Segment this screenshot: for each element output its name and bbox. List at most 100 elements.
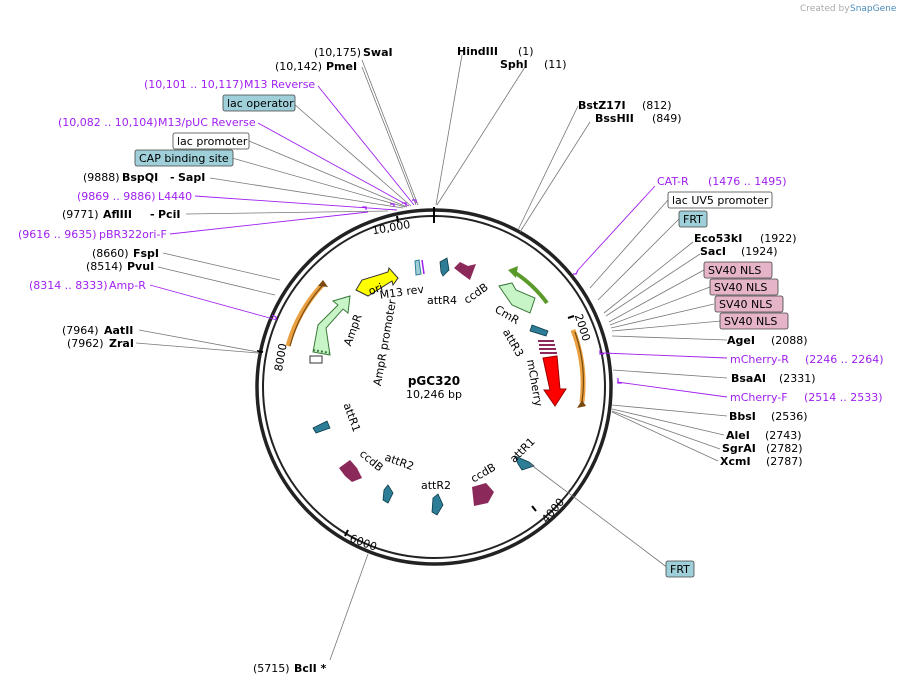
- bstz17i-pos: (812): [642, 99, 672, 112]
- orange-feature-left: [285, 282, 325, 347]
- ccdb-bottom-label: ccdB: [468, 461, 498, 486]
- cat-r-name: CAT-R: [657, 175, 689, 188]
- eco53ki-pos: (1922): [760, 232, 797, 245]
- l4440-name: L4440: [158, 190, 192, 203]
- attr1-right-arrow: [514, 455, 535, 471]
- ccdb-bottom-arrow: [472, 483, 494, 506]
- m13-rev-marker: [414, 259, 422, 276]
- ampr-promoter-label: AmpR promoter: [371, 298, 399, 387]
- lac-operator-label: lac operator: [227, 97, 294, 110]
- lac-uv5-promoter-label: lac UV5 promoter: [672, 194, 769, 207]
- scale-label-8000: 8000: [272, 342, 290, 372]
- cmr-arrow: [498, 282, 536, 314]
- nls-stripes: [538, 340, 557, 354]
- ccdb-top-arrow: [454, 262, 476, 280]
- mcherry-r-name: mCherry-R: [730, 353, 789, 366]
- mcherry-arrow: [542, 355, 567, 407]
- fspi-name: FspI: [133, 247, 159, 260]
- xcmi-pos: (2787): [766, 455, 803, 468]
- sv40-nls-box-4: [719, 312, 789, 330]
- mcherry-f-pos: (2514 .. 2533): [804, 391, 883, 404]
- lac-promoter-box: [172, 132, 250, 150]
- sv40-nls-label-3: SV40 NLS: [719, 298, 772, 311]
- bsaai-pos: (2331): [779, 372, 816, 385]
- scale-tick-6000: [344, 529, 349, 537]
- m13-puc-reverse-name: M13/pUC Reverse: [158, 116, 256, 129]
- zrai-pos: (7962): [67, 337, 104, 350]
- mcherry-f-name: mCherry-F: [730, 391, 788, 404]
- lac-operator-box: [222, 94, 296, 112]
- pbr322ori-f-pos: (9616 .. 9635): [18, 228, 97, 241]
- fspi-pos: (8660): [92, 247, 129, 260]
- bsaai-name: BsaAI: [731, 372, 766, 385]
- watermark-prefix: Created by: [800, 4, 850, 14]
- sv40-nls-box-3: [714, 295, 784, 313]
- watermark-brand: SnapGene: [850, 4, 897, 14]
- primer-markers: [271, 199, 622, 384]
- sv40-nls-label-4: SV40 NLS: [724, 315, 777, 328]
- ccdb-top-label: ccdB: [461, 281, 490, 307]
- ampr-label: AmpR: [341, 312, 365, 348]
- m13-puc-reverse-pos: (10,082 .. 10,104): [58, 116, 158, 129]
- attr1-left-arrow: [312, 420, 331, 434]
- bspqi-separator: -: [170, 171, 175, 184]
- leader-lines: [135, 54, 728, 661]
- cmr-upper-arrowhead: [508, 266, 518, 278]
- attr2-bottom-arrow: [431, 493, 444, 516]
- m13-rev-primer-mark: [421, 259, 425, 275]
- aatii-name: AatII: [104, 324, 133, 337]
- alei-pos: (2743): [765, 429, 802, 442]
- sv40-nls-box-2: [709, 278, 779, 296]
- attr4-arrow: [439, 257, 450, 277]
- eco53ki-name: Eco53kI: [694, 232, 742, 245]
- amp-r-name: Amp-R: [109, 279, 146, 292]
- bcli-pos: (5715): [253, 662, 290, 675]
- m13-reverse-name: M13 Reverse: [244, 78, 315, 91]
- sv40-nls-label-2: SV40 NLS: [714, 281, 767, 294]
- sphi-pos: (11): [544, 58, 567, 71]
- frt-top-box: [678, 210, 708, 228]
- orange-feature-right-inner: [574, 331, 585, 403]
- hindiii-name: HindIII: [457, 45, 498, 58]
- bbsi-pos: (2536): [771, 410, 808, 423]
- cat-r-pos: (1476 .. 1495): [708, 175, 787, 188]
- afliii-name: AflIII: [103, 208, 132, 221]
- ccdb-left-label: ccdB: [357, 447, 386, 474]
- attr3-label: attR3: [500, 327, 526, 359]
- pvui-pos: (8514): [86, 260, 123, 273]
- ori-label: ori: [367, 281, 385, 298]
- bstz17i-name: BstZ17I: [578, 99, 626, 112]
- pmei-name: PmeI: [326, 60, 357, 73]
- bspqi-name: BspQI: [122, 171, 158, 184]
- plasmid-size: 10,246 bp: [406, 388, 462, 401]
- attr3-arrow: [529, 324, 549, 337]
- mcherry-r-pos: (2246 .. 2264): [805, 353, 884, 366]
- aatii-pos: (7964): [62, 324, 99, 337]
- agei-pos: (2088): [771, 334, 808, 347]
- orange-feature-left-inner: [289, 285, 323, 347]
- zrai-name: ZraI: [109, 337, 134, 350]
- afliii-separator: -: [150, 208, 155, 221]
- orange-feature-left-arrowhead: [318, 280, 328, 287]
- m13-reverse-pos: (10,101 .. 10,117): [144, 78, 244, 91]
- ccdb-left-arrow: [339, 460, 362, 482]
- l4440-pos: (9869 .. 9886): [77, 190, 156, 203]
- attr2-left-arrow: [382, 484, 394, 504]
- ampr-dotted-end: [312, 349, 331, 354]
- bsshii-name: BssHII: [595, 112, 634, 125]
- hindiii-pos: (1): [518, 45, 534, 58]
- sgrai-name: SgrAI: [722, 442, 756, 455]
- bspqi-pos: (9888): [83, 171, 120, 184]
- ampr-promoter-marker: [309, 355, 323, 364]
- scale-tick-8000: [256, 350, 264, 353]
- pcii-name: PciI: [158, 208, 180, 221]
- frt-bottom-label: FRT: [670, 563, 690, 576]
- scale-tick-10000: [396, 215, 399, 223]
- xcmi-name: XcmI: [720, 455, 751, 468]
- afliii-pos: (9771): [62, 208, 99, 221]
- frt-bottom-box: [665, 560, 695, 578]
- attr4-label: attR4: [427, 294, 457, 307]
- sv40-nls-label-1: SV40 NLS: [708, 264, 761, 277]
- scale-tick-4000: [531, 505, 537, 512]
- bcli-name: BclI *: [294, 662, 327, 675]
